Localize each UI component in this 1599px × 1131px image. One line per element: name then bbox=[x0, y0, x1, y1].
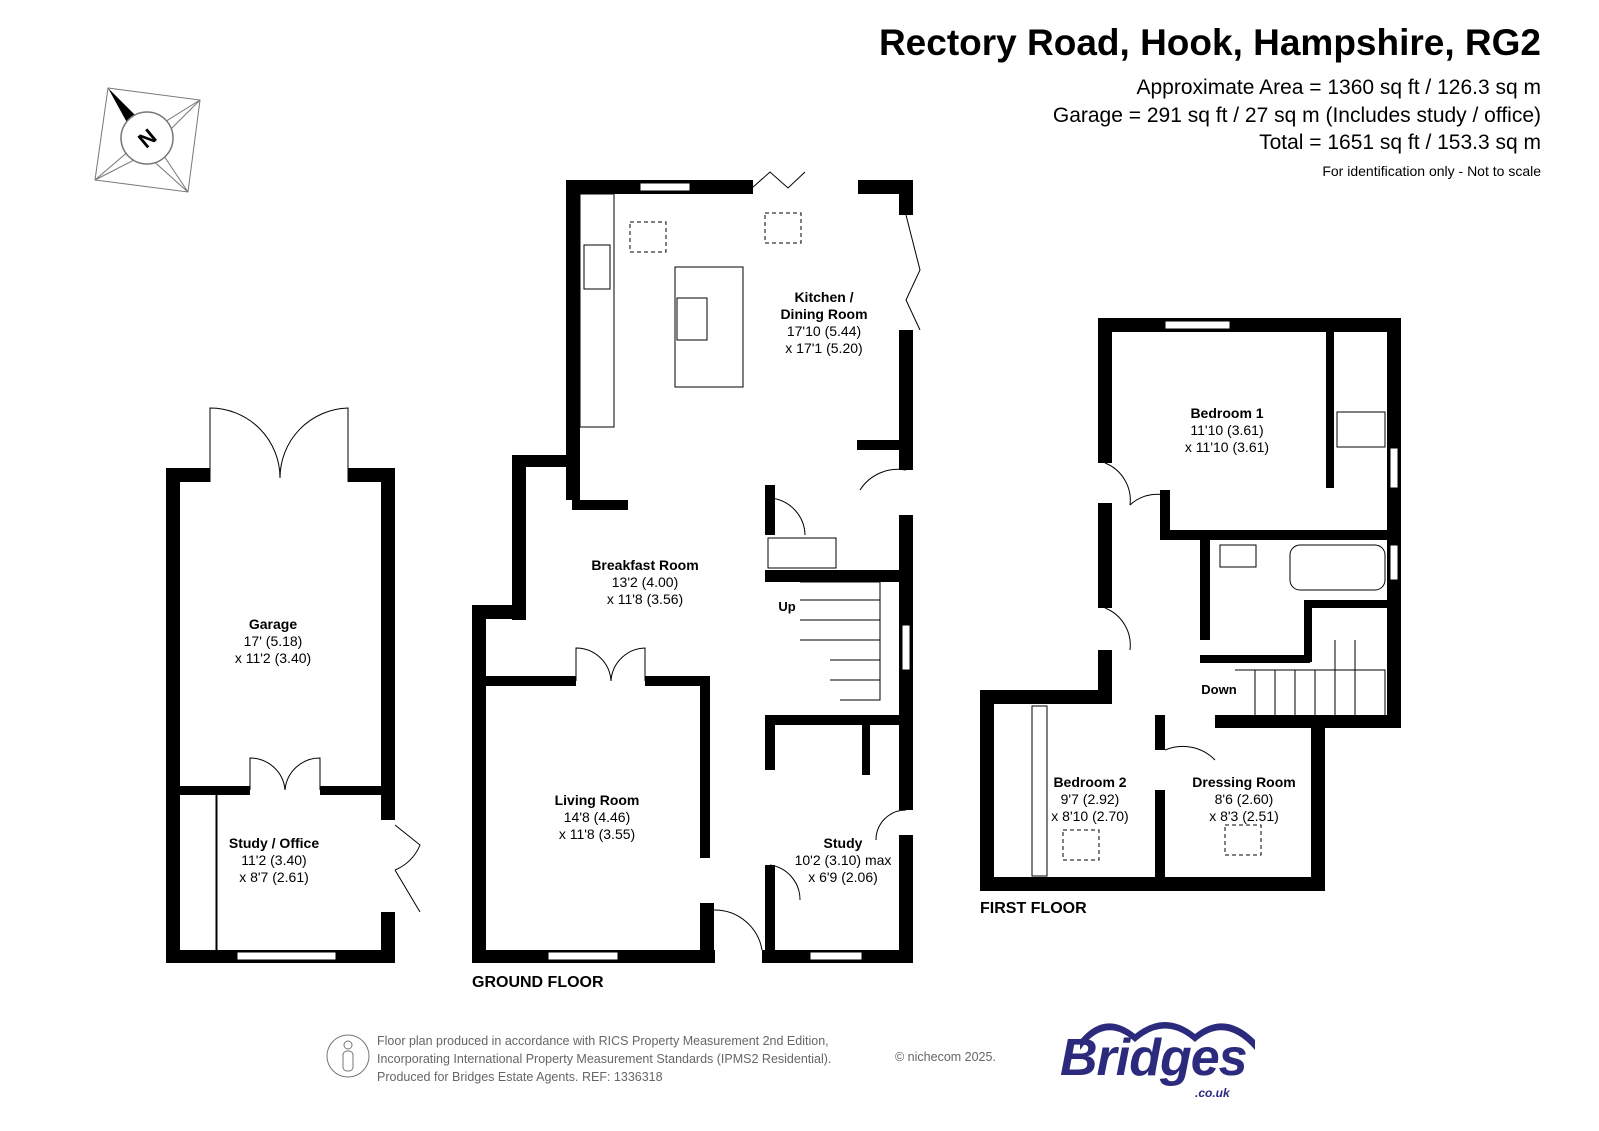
room-dimension: x 8'10 (2.70) bbox=[1051, 808, 1128, 824]
room-dimension: x 11'2 (3.40) bbox=[235, 650, 311, 666]
room-dimension: 17'10 (5.44) bbox=[787, 323, 861, 339]
room-dimension: 14'8 (4.46) bbox=[564, 809, 631, 825]
footer-text: Floor plan produced in accordance with R… bbox=[377, 1032, 831, 1086]
room-dimension: x 6'9 (2.06) bbox=[808, 869, 878, 885]
fixtures bbox=[215, 193, 1386, 951]
copyright: © nichecom 2025. bbox=[895, 1050, 996, 1064]
bridges-logo: Bridges .co.uk bbox=[1060, 1020, 1260, 1120]
room-study: Study 10'2 (3.10) max x 6'9 (2.06) bbox=[795, 835, 892, 885]
footer-line: Floor plan produced in accordance with R… bbox=[377, 1034, 829, 1048]
property-title: Rectory Road, Hook, Hampshire, RG2 bbox=[878, 22, 1541, 63]
footer-line: Produced for Bridges Estate Agents. REF:… bbox=[377, 1070, 663, 1084]
room-dressing: Dressing Room 8'6 (2.60) x 8'3 (2.51) bbox=[1192, 774, 1295, 824]
room-study-office: Study / Office 11'2 (3.40) x 8'7 (2.61) bbox=[229, 835, 319, 885]
garage-area: Garage = 291 sq ft / 27 sq m (Includes s… bbox=[1052, 104, 1541, 127]
room-kitchen-dining: Kitchen / Dining Room 17'10 (5.44) x 17'… bbox=[780, 289, 867, 356]
room-name: Bedroom 2 bbox=[1053, 774, 1126, 790]
stairs-up-label: Up bbox=[778, 599, 795, 614]
room-dimension: x 11'8 (3.55) bbox=[559, 826, 635, 842]
doors bbox=[209, 171, 1216, 951]
room-dimension: 11'10 (3.61) bbox=[1190, 422, 1263, 438]
room-name: Kitchen / bbox=[794, 289, 853, 305]
room-living: Living Room 14'8 (4.46) x 11'8 (3.55) bbox=[555, 792, 640, 842]
room-dimension: x 11'8 (3.56) bbox=[607, 591, 683, 607]
room-dimension: 17' (5.18) bbox=[244, 633, 303, 649]
room-name: Study bbox=[824, 835, 863, 851]
room-name: Living Room bbox=[555, 792, 640, 808]
room-name: Study / Office bbox=[229, 835, 319, 851]
room-dimension: x 11'10 (3.61) bbox=[1185, 439, 1269, 455]
room-name: Bedroom 1 bbox=[1190, 405, 1263, 421]
room-dimension: x 8'7 (2.61) bbox=[239, 869, 309, 885]
room-dimension: x 8'3 (2.51) bbox=[1209, 808, 1279, 824]
room-dimension: 11'2 (3.40) bbox=[241, 852, 306, 868]
room-dimension: 8'6 (2.60) bbox=[1215, 791, 1274, 807]
ground-floor-label: GROUND FLOOR bbox=[472, 974, 604, 991]
room-dimension: 10'2 (3.10) max bbox=[795, 852, 892, 868]
walls bbox=[166, 180, 1401, 963]
room-breakfast: Breakfast Room 13'2 (4.00) x 11'8 (3.56) bbox=[591, 557, 698, 607]
room-dimension: 13'2 (4.00) bbox=[612, 574, 679, 590]
approximate-area: Approximate Area = 1360 sq ft / 126.3 sq… bbox=[1136, 76, 1542, 99]
logo-word: Bridges bbox=[1060, 1029, 1248, 1087]
footer-line: Incorporating International Property Mea… bbox=[377, 1052, 832, 1066]
room-name: Dressing Room bbox=[1192, 774, 1295, 790]
compass-icon: N bbox=[94, 87, 201, 193]
person-icon bbox=[326, 1034, 370, 1078]
total-area: Total = 1651 sq ft / 153.3 sq m bbox=[1259, 131, 1541, 154]
scale-note: For identification only - Not to scale bbox=[1322, 163, 1541, 179]
room-name: Garage bbox=[249, 616, 297, 632]
room-name: Breakfast Room bbox=[591, 557, 698, 573]
stairs-down-label: Down bbox=[1201, 682, 1236, 697]
room-bedroom-2: Bedroom 2 9'7 (2.92) x 8'10 (2.70) bbox=[1051, 774, 1128, 824]
room-bedroom-1: Bedroom 1 11'10 (3.61) x 11'10 (3.61) bbox=[1185, 405, 1269, 455]
logo-domain: .co.uk bbox=[1195, 1086, 1230, 1100]
first-floor-label: FIRST FLOOR bbox=[980, 900, 1087, 917]
room-name: Dining Room bbox=[780, 306, 867, 322]
logo-arches-icon bbox=[1080, 1022, 1255, 1050]
room-dimension: x 17'1 (5.20) bbox=[785, 340, 862, 356]
room-dimension: 9'7 (2.92) bbox=[1061, 791, 1120, 807]
windows bbox=[236, 182, 1399, 961]
room-garage: Garage 17' (5.18) x 11'2 (3.40) bbox=[235, 616, 311, 666]
